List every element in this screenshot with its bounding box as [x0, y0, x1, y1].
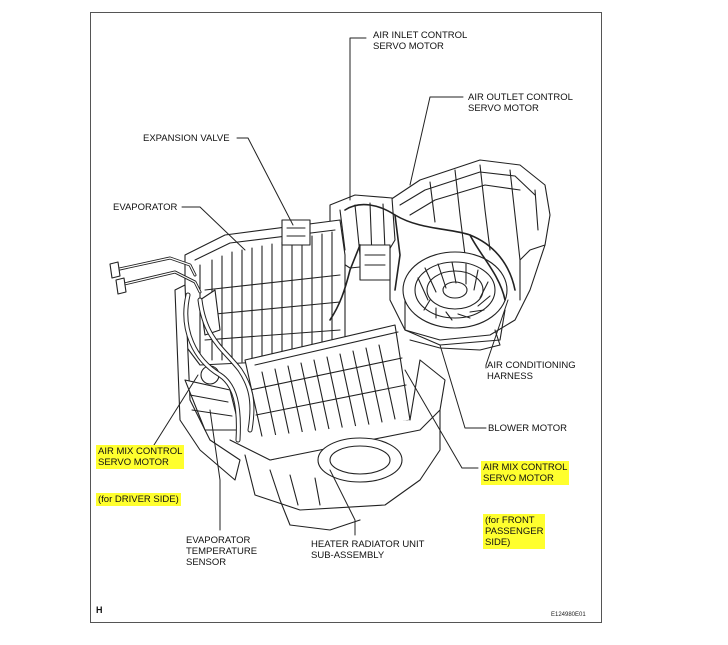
label-line: EVAPORATOR [113, 202, 178, 213]
label-line: EXPANSION VALVE [143, 133, 230, 144]
leader-evap-temp-sensor [209, 409, 221, 531]
label-evaporator-temperature-sensor: EVAPORATOR TEMPERATURE SENSOR [186, 535, 257, 568]
label-heater-radiator-unit: HEATER RADIATOR UNIT SUB-ASSEMBLY [311, 539, 424, 561]
leader-air-mix-passenger [404, 369, 479, 469]
label-ac-harness: AIR CONDITIONING HARNESS [487, 360, 576, 382]
label-line: SUB-ASSEMBLY [311, 550, 385, 561]
label-line: SERVO MOTOR [468, 103, 539, 114]
blower-fan [402, 251, 508, 346]
figure-frame [90, 12, 602, 623]
label-line: SIDE) [485, 537, 511, 548]
label-line: HEATER RADIATOR UNIT [311, 539, 425, 550]
leader-air-inlet [349, 37, 367, 201]
label-line: AIR OUTLET CONTROL [468, 92, 573, 103]
evaporator-core [184, 219, 346, 366]
label-air-mix-servo-driver: AIR MIX CONTROL SERVO MOTOR [96, 445, 185, 469]
label-line: SERVO MOTOR [373, 41, 444, 52]
label-line: BLOWER MOTOR [488, 423, 567, 434]
inlet-duct [329, 194, 396, 281]
label-front-passenger-note: (for FRONT PASSENGER SIDE) [483, 514, 546, 549]
label-air-inlet-servo: AIR INLET CONTROL SERVO MOTOR [373, 30, 467, 52]
label-driver-side-note: (for DRIVER SIDE) [96, 493, 181, 506]
label-air-mix-servo-passenger: AIR MIX CONTROL SERVO MOTOR [481, 461, 570, 485]
label-line: SENSOR [186, 557, 227, 568]
label-line: TEMPERATURE [186, 546, 258, 557]
label-line: SERVO MOTOR [483, 473, 554, 484]
corner-mark: H [96, 605, 103, 615]
hvac-assembly-drawing [109, 37, 551, 536]
label-line: AIR MIX CONTROL [98, 446, 183, 457]
leader-air-outlet [409, 96, 464, 186]
leader-heater-radiator [329, 469, 356, 536]
label-line: PASSENGER [485, 526, 544, 537]
label-line: HARNESS [487, 371, 533, 382]
label-evaporator: EVAPORATOR [113, 202, 177, 213]
wiring-harness [329, 203, 516, 321]
label-blower-motor: BLOWER MOTOR [488, 423, 567, 434]
figure-code: E124980E01 [551, 612, 586, 618]
label-line: AIR INLET CONTROL [373, 30, 468, 41]
label-air-outlet-servo: AIR OUTLET CONTROL SERVO MOTOR [468, 92, 573, 114]
label-line: (for FRONT [485, 515, 535, 526]
leader-evaporator [181, 206, 246, 251]
label-line: SERVO MOTOR [98, 457, 169, 468]
refrigerant-pipes [109, 256, 202, 295]
label-line: (for DRIVER SIDE) [98, 494, 179, 505]
heater-hoses [183, 292, 255, 443]
leader-ac-harness [485, 299, 509, 369]
label-line: EVAPORATOR [186, 535, 251, 546]
label-line: AIR MIX CONTROL [483, 462, 568, 473]
leader-blower-motor [439, 344, 487, 429]
label-expansion-valve: EXPANSION VALVE [143, 133, 230, 144]
leader-expansion-valve [236, 137, 294, 226]
heater-unit-housing [229, 359, 446, 531]
label-line: AIR CONDITIONING [487, 360, 576, 371]
